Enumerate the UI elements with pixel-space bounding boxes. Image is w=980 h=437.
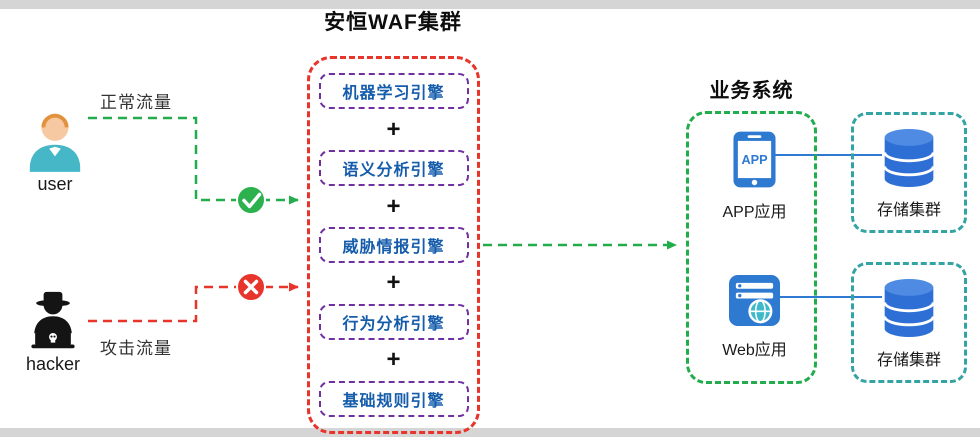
normal-traffic-label: 正常流量 [100, 93, 172, 112]
plus-separator: + [386, 192, 401, 220]
engine-semantic-analysis: 语义分析引擎 [318, 150, 469, 187]
user-actor: user [22, 104, 88, 195]
bottom-divider-bar [0, 428, 980, 437]
block-x-icon [236, 272, 266, 302]
hacker-actor: hacker [18, 290, 88, 375]
waf-cluster-title: 安恒WAF集群 [324, 11, 462, 34]
plus-separator: + [386, 115, 401, 143]
normal-traffic-path [88, 116, 299, 205]
business-system-box: APP APP应用 Web应用 [686, 111, 817, 384]
storage-cluster-box-1: 存储集群 [851, 112, 967, 233]
storage-cluster-box-2: 存储集群 [851, 262, 967, 383]
business-system-title: 业务系统 [709, 80, 794, 102]
app-application-item: APP APP应用 [689, 130, 820, 222]
attack-traffic-path [88, 282, 299, 323]
web-application-label: Web应用 [722, 342, 787, 359]
user-label: user [37, 174, 73, 194]
app-badge-text: APP [741, 152, 768, 167]
storage-cluster-label: 存储集群 [876, 352, 941, 369]
plus-separator: + [386, 269, 401, 297]
hacker-label: hacker [25, 354, 81, 374]
engine-base-rules: 基础规则引擎 [318, 380, 469, 417]
attack-traffic-label: 攻击流量 [100, 339, 172, 358]
engine-behavior-analysis: 行为分析引擎 [318, 303, 469, 340]
allow-check-icon [236, 185, 266, 215]
app-application-label: APP应用 [722, 204, 787, 221]
storage-cluster-label: 存储集群 [876, 202, 941, 219]
web-application-item: Web应用 [689, 274, 820, 360]
plus-separator: + [386, 346, 401, 374]
app-icon: APP [733, 131, 776, 188]
database-icon [883, 129, 935, 187]
top-divider-bar [0, 0, 980, 9]
user-avatar-icon [29, 113, 81, 172]
engine-machine-learning: 机器学习引擎 [318, 73, 469, 110]
hacker-avatar-icon [31, 291, 75, 349]
web-icon [728, 274, 781, 327]
database-icon [883, 279, 935, 337]
engine-threat-intelligence: 威胁情报引擎 [318, 226, 469, 263]
waf-cluster-box: 机器学习引擎 + 语义分析引擎 + 威胁情报引擎 + 行为分析引擎 + 基础规则… [307, 56, 480, 434]
